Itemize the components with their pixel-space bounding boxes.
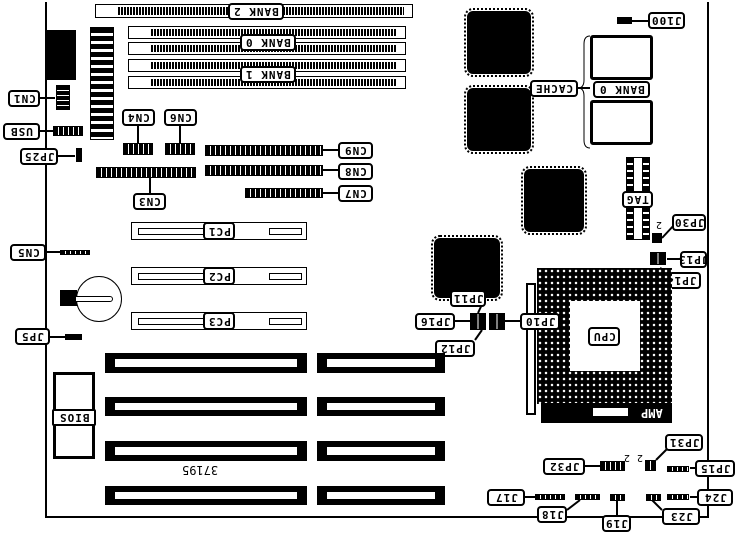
pc3-label: PC3 [203,312,235,330]
cn9-label: CN9 [338,142,373,159]
jp15-label: JP15 [695,460,735,477]
cn1-label: CN1 [8,90,40,107]
cache-bank0-label: BANK 0 [593,81,650,98]
jp32-jumper [600,461,625,471]
board-outline [45,2,709,518]
cn4-label: CN4 [122,109,155,126]
cache-bank0-chip-2 [590,100,653,145]
bank1-label: BANK 1 [240,66,296,83]
jp13-label: JP13 [678,251,709,268]
jp10-label: JP10 [520,313,560,330]
j19-label: J19 [602,515,631,532]
cn9-header [205,145,323,156]
cn6-header [165,143,195,155]
bank0-label: BANK 0 [240,34,296,51]
isa-slot-1b [317,353,445,373]
cache-controller-chip [431,235,503,301]
jp30-jumper [652,233,662,243]
bios-label: BIOS [52,409,96,426]
cn3-header [96,167,196,178]
cache-chip-1 [464,8,534,77]
cn6-label: CN6 [164,109,197,126]
cn5-label: CN5 [10,244,46,261]
isa-slot-3b [317,441,445,461]
isa-slot-1a [105,353,307,373]
jp32-label: JP32 [543,458,585,475]
jp31-jumper [645,460,656,471]
chipset-chip [521,166,587,235]
isa-slot-4b [317,486,445,505]
keyboard-connector [46,30,76,80]
j24-header [667,494,689,500]
j100-jumper [617,17,632,24]
j18-label: J18 [537,506,567,523]
cache-bank0-chip-1 [590,35,653,80]
cn1-header [56,85,70,110]
cn5-header [60,250,90,255]
isa-slot-3a [105,441,307,461]
battery-pin [75,296,113,302]
cache-chip-2 [464,85,534,154]
amp-text: AMP [641,406,663,420]
jp25-jumper [76,148,82,162]
isa-slot-2b [317,397,445,416]
isa-slot-2a [105,397,307,416]
jp13-jumper [650,252,666,265]
board-id: 37195 [182,463,219,477]
jp31-pin2: 2 [637,452,644,463]
bank2-label: BANK 2 [228,3,284,20]
cpu-socket [537,268,672,404]
jp25-label: JP25 [20,148,58,165]
jp5-jumper [65,334,82,340]
cn7-header [245,188,323,198]
j19-header [610,494,625,501]
power-connector [90,27,114,140]
battery-clip [60,290,77,306]
isa-slot-4a [105,486,307,505]
jp10-jumper [489,313,505,330]
jp16-jumper [470,313,486,330]
jp5-label: JP5 [15,328,50,345]
cn8-header [205,165,323,176]
cache-label: CACHE [530,80,578,97]
j24-label: J24 [697,489,733,506]
cn8-label: CN8 [338,163,373,180]
pc1-label: PC1 [203,222,235,240]
cn7-label: CN7 [338,185,373,202]
amp-bar-slot [593,408,628,416]
jp30-label: JP30 [672,214,706,231]
jp16-label: JP16 [415,313,455,330]
jp30-pin2: 2 [656,219,663,230]
j17-label: J17 [487,489,525,506]
jp31-label: JP31 [665,434,703,451]
jp12-label: JP12 [435,340,475,357]
j18-header [575,494,600,500]
pc2-label: PC2 [203,267,235,285]
j17-header [535,494,565,500]
usb-header [53,126,83,136]
jp15-jumper [667,466,689,472]
usb-label: USB [3,123,40,140]
cn3-label: CN3 [133,193,166,210]
jp11-label: JP11 [450,290,486,307]
j100-label: J100 [648,12,685,29]
tag-label: TAG [622,191,653,208]
cn4-header [123,143,153,155]
cpu-label: CPU [588,327,620,346]
cpu-lever [526,283,536,415]
j23-header [646,494,661,501]
j23-label: J23 [662,508,700,525]
